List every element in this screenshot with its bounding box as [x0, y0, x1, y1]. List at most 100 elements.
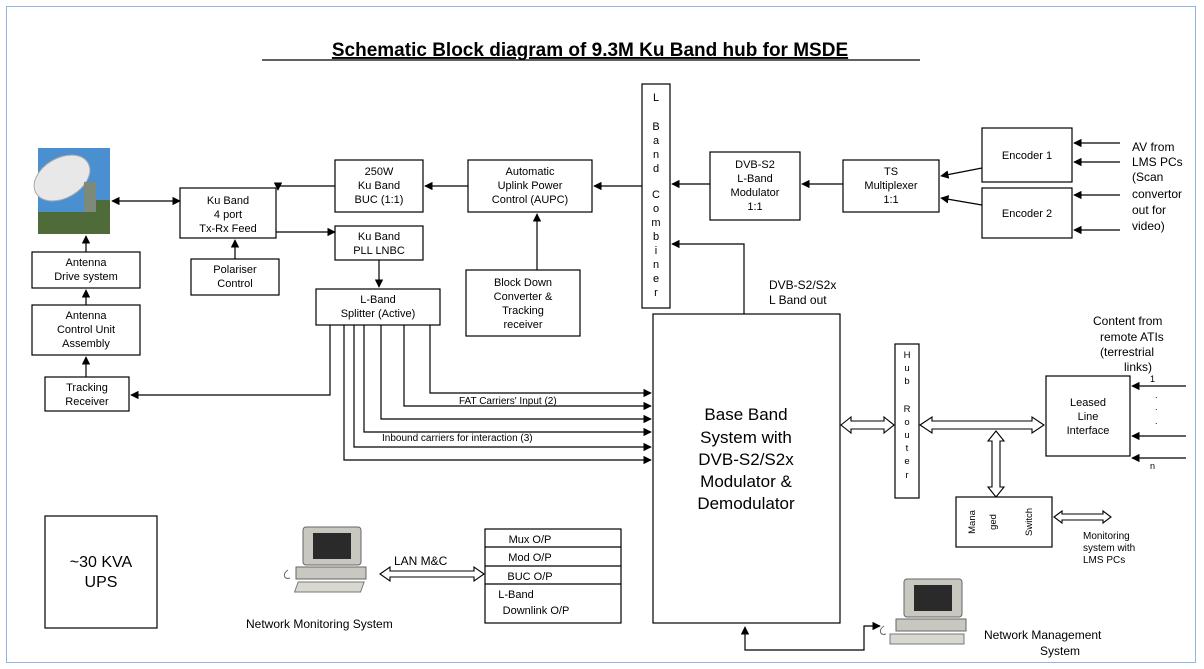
- outputs-table: [484, 528, 622, 624]
- av-from-line4: convertor: [1132, 187, 1182, 201]
- leased-line-box: [1045, 375, 1131, 457]
- monitoring-line3: LMS PCs: [1083, 555, 1125, 566]
- hub-u2: u: [904, 430, 909, 441]
- modulator-line1: DVB-S2: [735, 159, 775, 171]
- combiner-i: i: [655, 245, 657, 257]
- combiner-n1: n: [653, 149, 659, 161]
- encoder1-label: Encoder 1: [1002, 150, 1052, 162]
- antenna-drive-line1: Antenna: [66, 257, 108, 269]
- tracking-receiver-box: [44, 376, 130, 412]
- arrow-split-bb-5: [353, 325, 652, 452]
- av-from-line5: out for: [1132, 203, 1166, 217]
- dbl-arrow-bb-hub: [840, 415, 895, 435]
- arrow-splitter-tracking: [130, 325, 331, 400]
- hub-u: u: [904, 363, 909, 374]
- inbound-label: Inbound carriers for interaction (3): [382, 433, 533, 444]
- bdc-line4: receiver: [503, 319, 542, 331]
- ts-mux-line3: 1:1: [883, 194, 898, 206]
- antenna-control-line2: Control Unit: [57, 324, 115, 336]
- splitter-box: [315, 288, 441, 326]
- aupc-line2: Uplink Power: [498, 180, 563, 192]
- hub-r: R: [904, 404, 911, 415]
- dvb-out-line2: L Band out: [769, 293, 827, 307]
- modulator-line2: L-Band: [737, 173, 772, 185]
- modulator-line4: 1:1: [747, 201, 762, 213]
- monitoring-line1: Monitoring: [1083, 531, 1130, 542]
- arrow-bb-nmgmt: [740, 621, 881, 651]
- content-line2: remote ATIs: [1100, 330, 1164, 344]
- leased-line3: Interface: [1067, 425, 1110, 437]
- content-line4: links): [1124, 360, 1152, 374]
- splitter-line1: L-Band: [360, 294, 395, 306]
- av-from-line3: (Scan: [1132, 170, 1163, 184]
- tracking-receiver-line2: Receiver: [65, 396, 109, 408]
- av-from-line2: LMS PCs: [1132, 155, 1183, 169]
- antenna-control-line1: Antenna: [66, 310, 108, 322]
- baseband-line1: Base Band: [704, 405, 787, 424]
- buc-box: [334, 159, 424, 213]
- nmgmt-line1: Network Management: [984, 628, 1102, 642]
- ts-mux-box: [842, 159, 940, 213]
- combiner-d: d: [653, 163, 659, 175]
- combiner-r: r: [654, 287, 658, 299]
- antenna-drive-line2: Drive system: [54, 271, 118, 283]
- dbl-arrow-lan: [379, 565, 485, 583]
- hub-e: e: [904, 456, 909, 467]
- combiner-b2: b: [653, 231, 659, 243]
- computer-icon: [879, 578, 967, 645]
- encoder2-label: Encoder 2: [1002, 208, 1052, 220]
- hub-b: b: [904, 376, 909, 387]
- baseband-line2: System with: [700, 428, 792, 447]
- hub-t: t: [906, 443, 909, 454]
- computer-icon: [283, 526, 367, 593]
- nmgmt-line2: System: [1040, 644, 1080, 658]
- arrow-split-bb-3: [380, 325, 652, 424]
- content-line3: (terrestrial: [1100, 345, 1154, 359]
- feed-line1: Ku Band: [207, 195, 249, 207]
- link-dot1: .: [1155, 390, 1158, 400]
- combiner-a: a: [653, 135, 660, 147]
- output-buc: BUC O/P: [507, 571, 552, 583]
- output-mod: Mod O/P: [508, 552, 551, 564]
- bdc-line3: Tracking: [502, 305, 544, 317]
- combiner-e: e: [653, 273, 659, 285]
- tracking-receiver-line1: Tracking: [66, 382, 108, 394]
- lnbc-line2: PLL LNBC: [353, 245, 405, 257]
- switch-switch: Switch: [1024, 508, 1035, 536]
- link-1-label: 1: [1150, 374, 1155, 384]
- ts-mux-line2: Multiplexer: [864, 180, 918, 192]
- antenna-control-line3: Assembly: [62, 338, 110, 350]
- arrow-buc-feed: [273, 182, 335, 191]
- dbl-arrow-switch: [986, 430, 1006, 498]
- buc-line2: Ku Band: [358, 180, 400, 192]
- ts-mux-line1: TS: [884, 166, 898, 178]
- nms-label: Network Monitoring System: [246, 617, 393, 631]
- arrow-baseband-combiner: [671, 239, 745, 314]
- hub-h: H: [904, 350, 911, 361]
- feed-line3: Tx-Rx Feed: [199, 223, 256, 235]
- aupc-box: [467, 159, 593, 213]
- baseband-box: [652, 313, 841, 624]
- arrow-split-bb-1: [429, 325, 652, 398]
- aupc-line3: Control (AUPC): [492, 194, 568, 206]
- ups-line2: UPS: [85, 574, 118, 591]
- antenna-dish-image: [33, 148, 110, 234]
- combiner-b: B: [652, 121, 659, 133]
- polariser-line2: Control: [217, 278, 252, 290]
- output-lband1: L-Band: [498, 589, 533, 601]
- lan-label: LAN M&C: [394, 554, 448, 568]
- baseband-line5: Demodulator: [697, 494, 795, 513]
- combiner-o: o: [653, 203, 659, 215]
- aupc-line1: Automatic: [506, 166, 555, 178]
- monitoring-line2: system with: [1083, 543, 1135, 554]
- hub-r2: r: [905, 470, 908, 481]
- baseband-line4: Modulator &: [700, 472, 792, 491]
- switch-mana: Mana: [967, 509, 978, 533]
- hub-router-box: [894, 343, 920, 499]
- combiner-c: C: [652, 189, 660, 201]
- bdc-box: [465, 269, 581, 337]
- dbl-arrow-monitoring: [1053, 509, 1112, 525]
- splitter-line2: Splitter (Active): [341, 308, 416, 320]
- av-from-line6: video): [1132, 219, 1165, 233]
- bdc-line2: Converter &: [494, 291, 553, 303]
